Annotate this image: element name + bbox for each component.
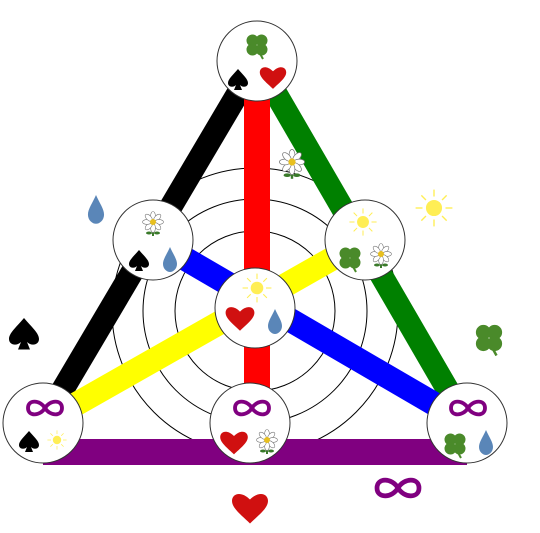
node-center-circle	[214, 267, 296, 349]
daisy-icon	[278, 148, 306, 181]
node-bottom-left-circle	[2, 382, 84, 464]
node-top-circle	[216, 20, 298, 102]
node-bottom-right-circle	[426, 382, 508, 464]
blue-bar	[146, 229, 474, 434]
sun-icon	[414, 188, 454, 228]
node-top	[216, 20, 298, 102]
node-bottom-left	[2, 382, 84, 464]
heart-icon	[232, 493, 268, 524]
node-bottom-mid-circle	[209, 382, 291, 464]
yellow-bar	[37, 229, 371, 434]
node-left-mid	[112, 199, 194, 281]
drop-icon	[87, 195, 105, 224]
clover-icon	[475, 324, 503, 357]
infinity-icon	[377, 480, 419, 496]
node-bottom-mid	[209, 382, 291, 464]
node-bottom-right	[426, 382, 508, 464]
node-right-mid	[324, 199, 406, 281]
node-center	[214, 267, 296, 349]
spade-icon	[9, 318, 39, 350]
node-right-mid-circle	[324, 199, 406, 281]
